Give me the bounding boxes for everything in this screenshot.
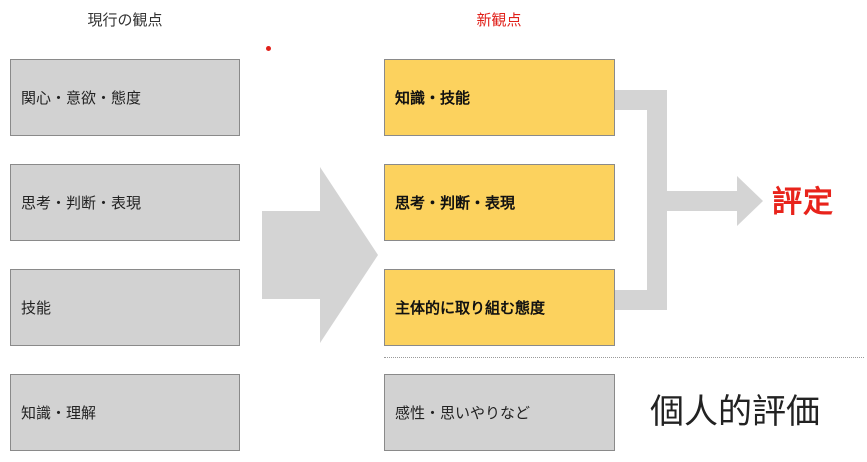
bracket-connector-icon	[615, 90, 763, 310]
dotted-divider	[384, 357, 864, 358]
transition-arrow-icon	[262, 167, 378, 343]
current-perspective-heading: 現行の観点	[87, 11, 163, 29]
current-item-skills: 技能	[10, 269, 240, 346]
red-dot-marker	[266, 46, 271, 51]
individual-evaluation-label: 個人的評価	[650, 392, 820, 432]
evaluation-label: 評定	[772, 185, 834, 220]
separated-item-sensitivity: 感性・思いやりなど	[384, 374, 615, 451]
new-item-thinking: 思考・判断・表現	[384, 164, 615, 241]
new-item-attitude: 主体的に取り組む態度	[384, 269, 615, 346]
current-item-knowledge: 知識・理解	[10, 374, 240, 451]
current-item-thinking: 思考・判断・表現	[10, 164, 240, 241]
new-item-knowledge-skills: 知識・技能	[384, 59, 615, 136]
current-item-interest: 関心・意欲・態度	[10, 59, 240, 136]
new-perspective-heading: 新観点	[476, 11, 522, 29]
